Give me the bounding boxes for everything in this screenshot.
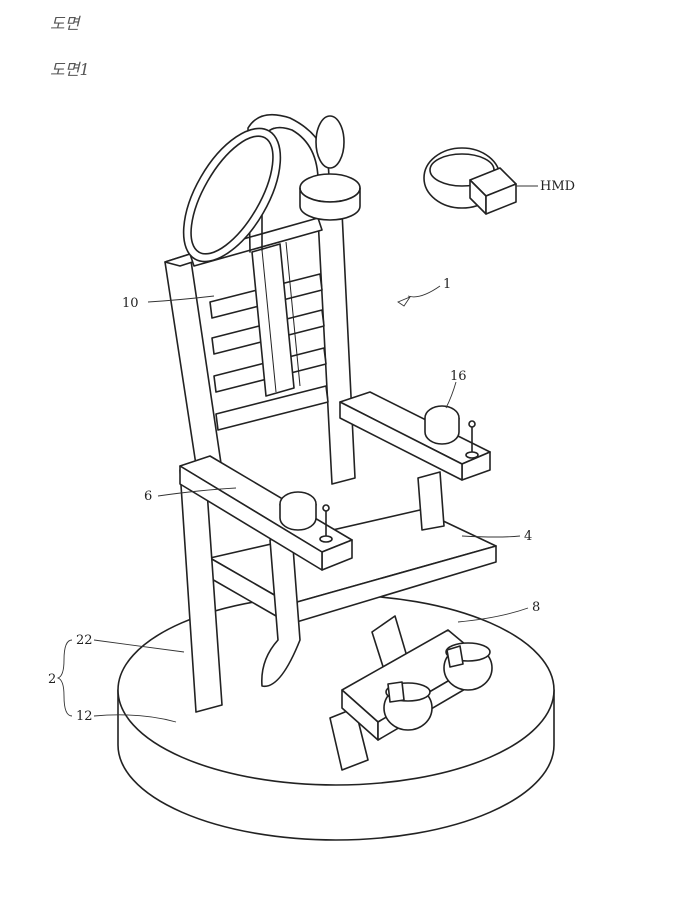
label-hmd: HMD [540, 179, 575, 194]
label-ref-1: 1 [443, 277, 451, 292]
label-ref-8: 8 [532, 600, 540, 615]
armrest-right [340, 392, 490, 480]
wrist-cuff-left [280, 492, 316, 530]
label-ref-2: 2 [48, 672, 56, 687]
label-ref-6: 6 [144, 489, 152, 504]
ankle-cuff-left [384, 682, 432, 730]
hmd-device [424, 148, 516, 214]
label-ref-12: 12 [76, 709, 93, 724]
wrist-cuff-right [425, 406, 459, 444]
electrode-pin-right [466, 421, 478, 458]
label-ref-4: 4 [524, 529, 532, 544]
label-ref-16: 16 [450, 369, 467, 384]
ankle-cuff-right [444, 643, 492, 690]
label-ref-10: 10 [122, 296, 139, 311]
label-ref-22: 22 [76, 633, 93, 648]
